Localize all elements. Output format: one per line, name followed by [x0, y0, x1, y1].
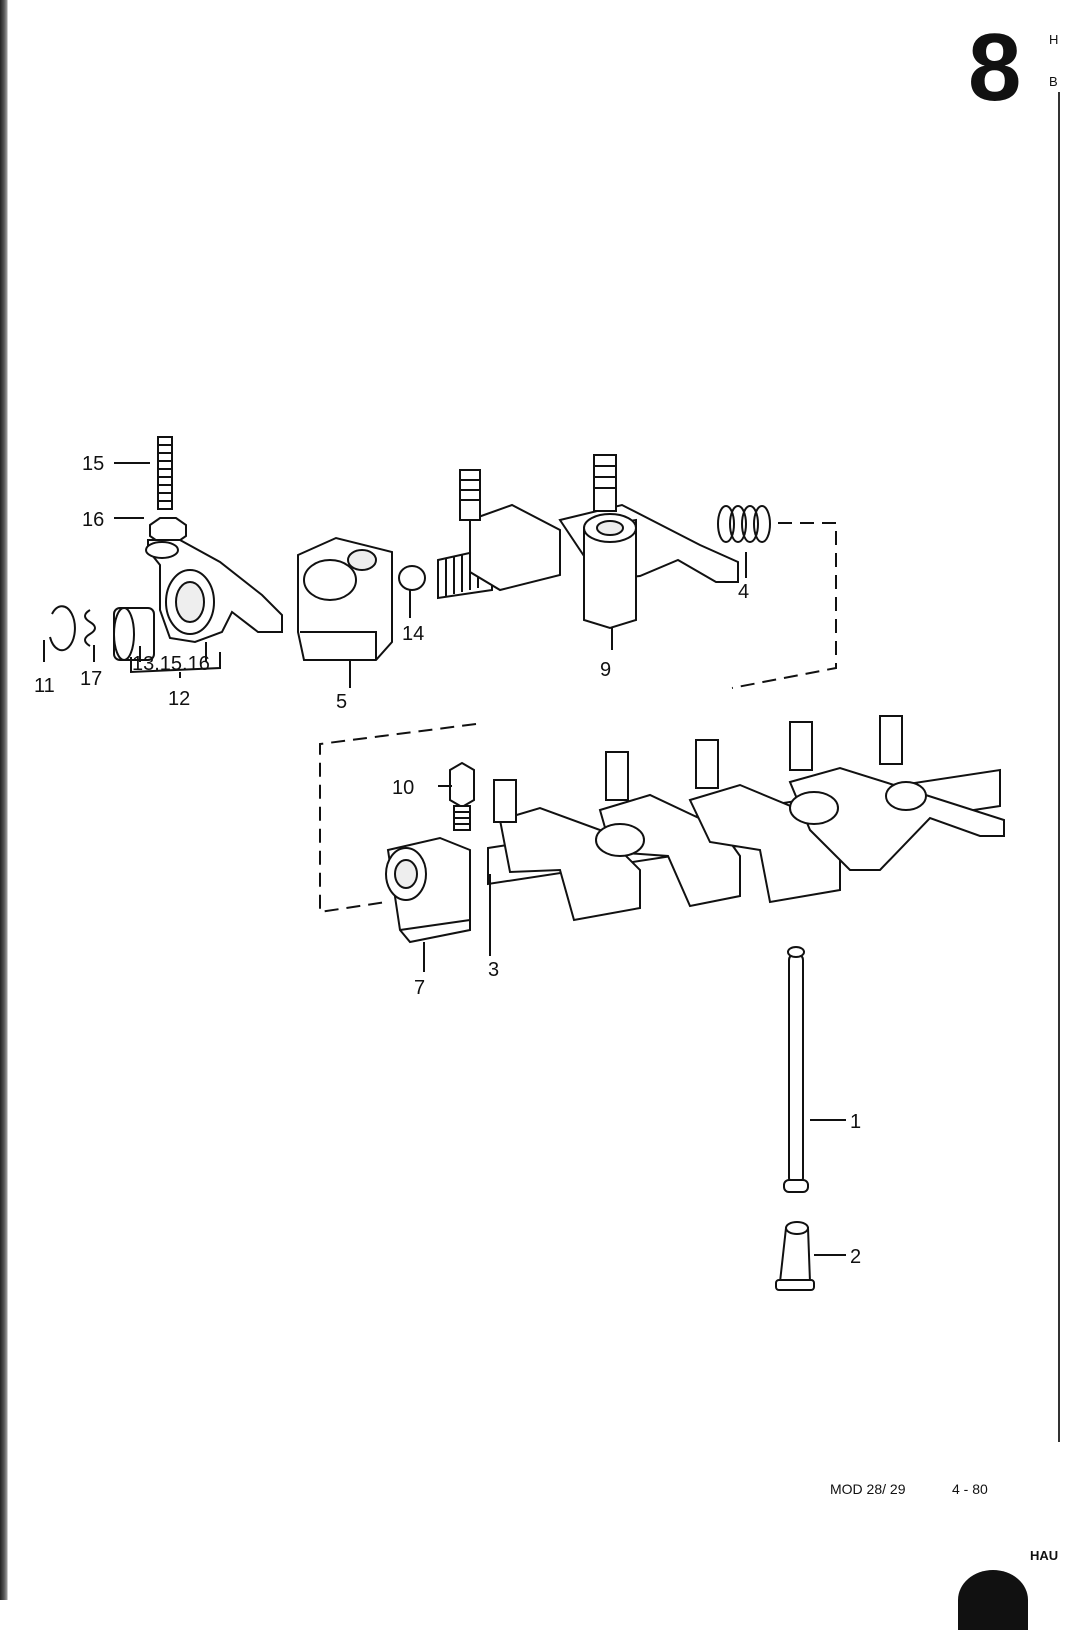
lower-rocker-shaft-assembly — [385, 715, 1005, 944]
callout-10: 10 — [392, 777, 414, 799]
callout-7: 7 — [414, 977, 425, 999]
circlip-part — [49, 605, 76, 652]
rocker-arm-small-part — [145, 539, 283, 644]
dashed-bracket-upper — [731, 522, 837, 689]
spring-clip-part — [84, 609, 96, 647]
section-number: 8 — [968, 14, 1022, 121]
dashed-bracket-lower — [319, 723, 477, 914]
edge-footer-text: HAU — [1030, 1548, 1059, 1563]
edge-header-text: H — [1049, 32, 1059, 47]
upper-rocker-shaft-assembly — [437, 454, 739, 630]
callout-12: 12 — [168, 688, 190, 710]
callout-5: 5 — [336, 691, 347, 713]
callout-9: 9 — [600, 659, 611, 681]
stud-bolt-part — [449, 761, 475, 831]
callout-17: 17 — [80, 668, 102, 690]
end-bracket-part — [297, 536, 393, 661]
callout-4: 4 — [738, 581, 749, 603]
callout-2: 2 — [850, 1246, 861, 1268]
callout-14: 14 — [402, 623, 424, 645]
callout-13-15-16: 13.15.16 — [132, 653, 210, 675]
footer-date: 4 - 80 — [952, 1481, 988, 1497]
callout-15: 15 — [82, 453, 104, 475]
bushing-part — [113, 607, 155, 661]
edge-subheader-text: B — [1049, 74, 1058, 89]
right-margin-rule — [1058, 92, 1060, 1442]
coil-spring-part — [717, 505, 771, 543]
adjusting-screw-part — [157, 436, 173, 510]
tappet-part — [775, 1221, 815, 1291]
shaft-plug-part — [398, 565, 426, 591]
footer-model: MOD 28/ 29 — [830, 1481, 906, 1497]
push-rod-part — [783, 946, 809, 1193]
callout-3: 3 — [488, 959, 499, 981]
callout-16: 16 — [82, 509, 104, 531]
section-tab-mark — [958, 1570, 1028, 1630]
binding-edge — [0, 0, 8, 1600]
callout-11: 11 — [34, 675, 55, 697]
callout-1: 1 — [850, 1111, 861, 1133]
lock-nut-part — [149, 517, 187, 544]
